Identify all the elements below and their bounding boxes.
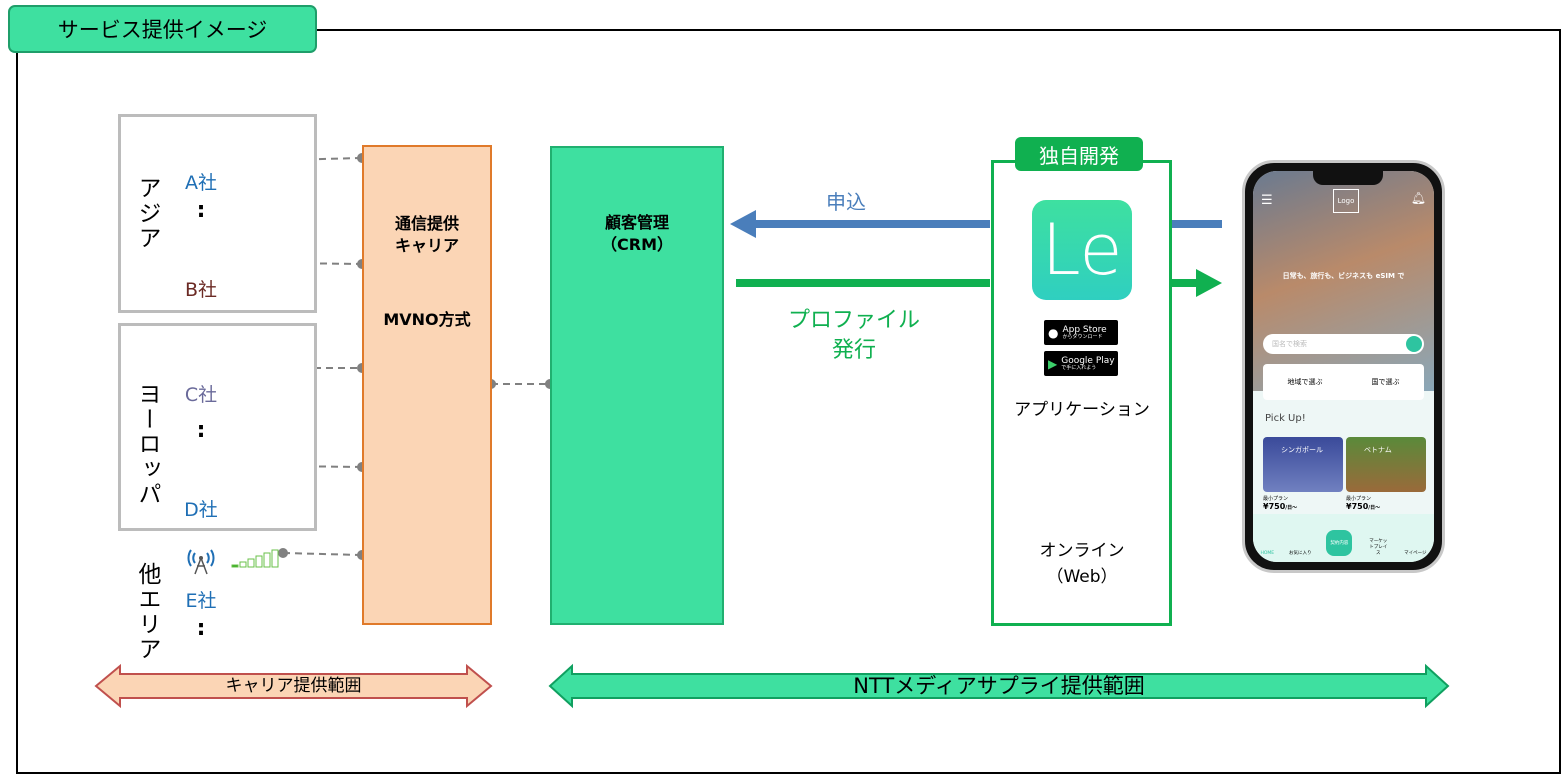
signal-bar bbox=[255, 555, 263, 568]
apply-label: 申込 bbox=[826, 190, 866, 214]
carrier-range-label: キャリア提供範囲 bbox=[225, 676, 362, 696]
asia-group bbox=[118, 114, 317, 313]
link-e bbox=[282, 552, 363, 556]
card-price: ¥750/日～ bbox=[1263, 502, 1297, 511]
ntt-range-arrow bbox=[548, 663, 1450, 709]
search-icon[interactable] bbox=[1406, 336, 1422, 352]
google-play-sub: で手に入れよう bbox=[1061, 364, 1097, 371]
company-a: A社 bbox=[185, 172, 217, 194]
app-label: アプリケーション bbox=[1014, 400, 1150, 420]
web-label: オンライン （Web） bbox=[1000, 538, 1164, 590]
region-europe: ヨーロッパ bbox=[134, 382, 160, 507]
ellipsis: : bbox=[196, 616, 206, 641]
play-icon: ▶ bbox=[1048, 356, 1058, 371]
app-store-sub: からダウンロード bbox=[1062, 333, 1103, 340]
by-country-button[interactable]: 国で選ぶ bbox=[1371, 378, 1400, 386]
company-c: C社 bbox=[184, 384, 218, 406]
region-other: 他エリア bbox=[134, 562, 160, 662]
carrier-method: MVNO方式 bbox=[383, 310, 471, 329]
ellipsis: : bbox=[196, 418, 206, 443]
carrier-line2: キャリア bbox=[394, 236, 459, 255]
bell-icon[interactable]: 🔔︎ bbox=[1410, 191, 1426, 205]
nav-marketplace[interactable]: マーケットプレイス bbox=[1369, 539, 1388, 556]
signal-bar bbox=[247, 558, 255, 568]
crm-box: 顧客管理 （CRM） bbox=[550, 146, 724, 625]
company-d: D社 bbox=[184, 499, 218, 521]
crm-line1: 顧客管理 bbox=[604, 213, 669, 232]
signal-bar bbox=[231, 564, 239, 568]
unit: /日～ bbox=[1368, 505, 1381, 511]
company-e: E社 bbox=[185, 590, 217, 612]
bottom-nav: HOME お気に入り 契約内容 マーケットプレイス マイページ bbox=[1253, 514, 1434, 562]
signal-bar bbox=[271, 549, 279, 568]
select-panel: 地域で選ぶ 国で選ぶ bbox=[1263, 364, 1424, 400]
europe-group bbox=[118, 323, 317, 531]
nav-mypage[interactable]: マイページ bbox=[1404, 551, 1427, 556]
carrier-range-arrow bbox=[94, 663, 493, 709]
web-line2: （Web） bbox=[1046, 567, 1118, 587]
ntt-range-label: NTTメディアサプライ提供範囲 bbox=[853, 674, 1145, 698]
phone-mockup: ☰ Logo 🔔︎ 日常も、旅行も、ビジネスも eSIM で 国名で検索 地域で… bbox=[1242, 160, 1445, 573]
diagram-frame bbox=[16, 29, 1561, 774]
antenna-tower-icon bbox=[187, 549, 215, 575]
card-plan: 最小プラン bbox=[1263, 496, 1289, 502]
apple-icon: ● bbox=[1048, 325, 1059, 340]
carrier-box: 通信提供 キャリア MVNO方式 bbox=[362, 145, 492, 625]
pickup-heading: Pick Up! bbox=[1265, 413, 1306, 424]
app-store-text: App Store bbox=[1062, 324, 1107, 335]
menu-icon[interactable]: ☰ bbox=[1261, 193, 1273, 208]
signal-bar bbox=[263, 552, 271, 568]
card-plan: 最小プラン bbox=[1346, 496, 1372, 502]
nav-contract[interactable]: 契約内容 bbox=[1326, 530, 1353, 556]
card-price: ¥750/日～ bbox=[1346, 502, 1380, 511]
region-asia: アジア bbox=[134, 176, 160, 251]
signal-bar bbox=[239, 561, 247, 568]
carrier-line1: 通信提供 bbox=[394, 214, 459, 233]
nav-favorites[interactable]: お気に入り bbox=[1288, 551, 1312, 556]
own-development-tab: 独自開発 bbox=[1015, 137, 1143, 171]
by-region-button[interactable]: 地域で選ぶ bbox=[1287, 378, 1323, 386]
crm-line2: （CRM） bbox=[601, 235, 673, 254]
apply-arrowhead bbox=[730, 210, 756, 238]
ellipsis: : bbox=[196, 198, 206, 223]
google-play-text: Google Play bbox=[1061, 355, 1115, 366]
phone-screen: ☰ Logo 🔔︎ 日常も、旅行も、ビジネスも eSIM で 国名で検索 地域で… bbox=[1253, 171, 1434, 562]
price: ¥750 bbox=[1346, 502, 1369, 511]
hero-image bbox=[1253, 171, 1434, 391]
unit: /日～ bbox=[1285, 505, 1298, 511]
issue-label: プロファイル 発行 bbox=[780, 306, 928, 366]
card-vietnam[interactable]: ベトナム bbox=[1346, 437, 1426, 492]
card-name: シンガポール bbox=[1281, 446, 1323, 454]
app-logo-icon: Le bbox=[1032, 200, 1132, 300]
issue-arrowhead bbox=[1196, 269, 1222, 297]
web-line1: オンライン bbox=[1039, 541, 1125, 561]
phone-notch bbox=[1313, 171, 1383, 185]
tagline: 日常も、旅行も、ビジネスも eSIM で bbox=[1282, 272, 1405, 280]
nav-home[interactable]: HOME bbox=[1260, 551, 1275, 556]
company-b: B社 bbox=[184, 279, 218, 301]
issue-line2: 発行 bbox=[831, 338, 876, 363]
card-singapore[interactable]: シンガポール bbox=[1263, 437, 1343, 492]
phone-logo: Logo bbox=[1333, 189, 1359, 213]
card-name: ベトナム bbox=[1364, 446, 1392, 454]
search-input[interactable]: 国名で検索 bbox=[1263, 334, 1424, 354]
title-tab: サービス提供イメージ bbox=[8, 5, 317, 53]
price: ¥750 bbox=[1263, 502, 1286, 511]
issue-line1: プロファイル bbox=[787, 308, 920, 333]
